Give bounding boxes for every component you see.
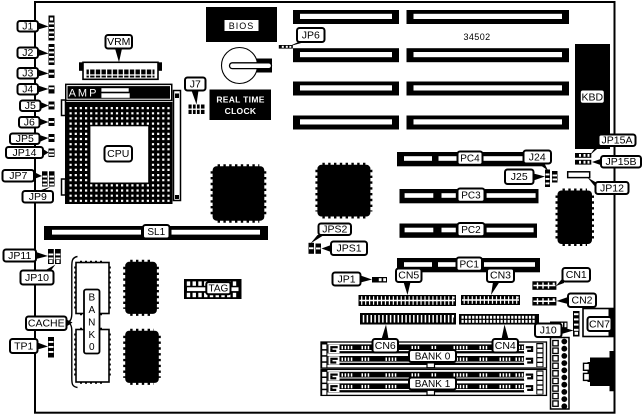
svg-text:JP14: JP14 [13,147,37,159]
svg-text:REAL TIME: REAL TIME [216,95,264,105]
svg-text:SL1: SL1 [147,227,165,238]
svg-text:JP1: JP1 [337,273,355,285]
svg-text:JP10: JP10 [25,272,49,284]
svg-text:J4: J4 [22,84,33,96]
svg-text:34502: 34502 [463,32,490,42]
svg-text:JPS1: JPS1 [336,243,361,255]
svg-text:CN1: CN1 [566,269,587,281]
svg-text:TAG: TAG [208,284,228,295]
svg-text:PC4: PC4 [460,154,480,165]
svg-text:CN7: CN7 [589,318,610,330]
svg-text:CPU: CPU [107,148,129,160]
svg-text:JP15A: JP15A [602,135,633,147]
svg-text:BANK 0: BANK 0 [415,351,451,362]
svg-text:J6: J6 [24,117,35,129]
svg-text:J25: J25 [511,171,528,183]
svg-text:K: K [88,330,95,341]
svg-text:CN6: CN6 [375,340,396,352]
svg-text:CN5: CN5 [398,270,419,282]
svg-text:N: N [88,317,95,328]
svg-text:J5: J5 [25,100,36,112]
svg-text:PC1: PC1 [460,260,480,271]
svg-text:KBD: KBD [582,92,604,104]
svg-text:J10: J10 [540,325,557,337]
svg-text:JP11: JP11 [8,250,31,262]
svg-text:CACHE: CACHE [28,318,65,330]
svg-text:JP7: JP7 [9,170,27,182]
svg-text:JP15B: JP15B [606,156,637,168]
svg-text:PC2: PC2 [461,225,481,236]
svg-text:BIOS: BIOS [229,21,255,31]
svg-text:J24: J24 [529,151,546,163]
svg-text:A: A [88,305,95,316]
svg-text:JP9: JP9 [29,191,47,203]
svg-text:TP1: TP1 [14,340,33,352]
svg-text:J7: J7 [190,78,201,90]
svg-text:CN3: CN3 [490,270,511,282]
svg-text:JP5: JP5 [16,133,34,145]
svg-text:JP12: JP12 [600,182,624,194]
svg-text:CLOCK: CLOCK [225,106,257,116]
svg-text:PC3: PC3 [461,191,481,202]
svg-text:VRM: VRM [107,36,130,48]
svg-text:0: 0 [89,342,95,353]
svg-text:CN2: CN2 [571,295,592,307]
svg-text:AMP: AMP [69,88,99,100]
svg-text:J3: J3 [22,68,33,80]
svg-text:CN4: CN4 [495,340,516,352]
svg-text:B: B [88,293,95,304]
svg-text:J2: J2 [22,47,33,59]
svg-text:J1: J1 [22,21,33,33]
svg-text:JPS2: JPS2 [322,224,347,236]
svg-text:JP6: JP6 [302,29,320,41]
svg-text:BANK 1: BANK 1 [415,379,451,390]
